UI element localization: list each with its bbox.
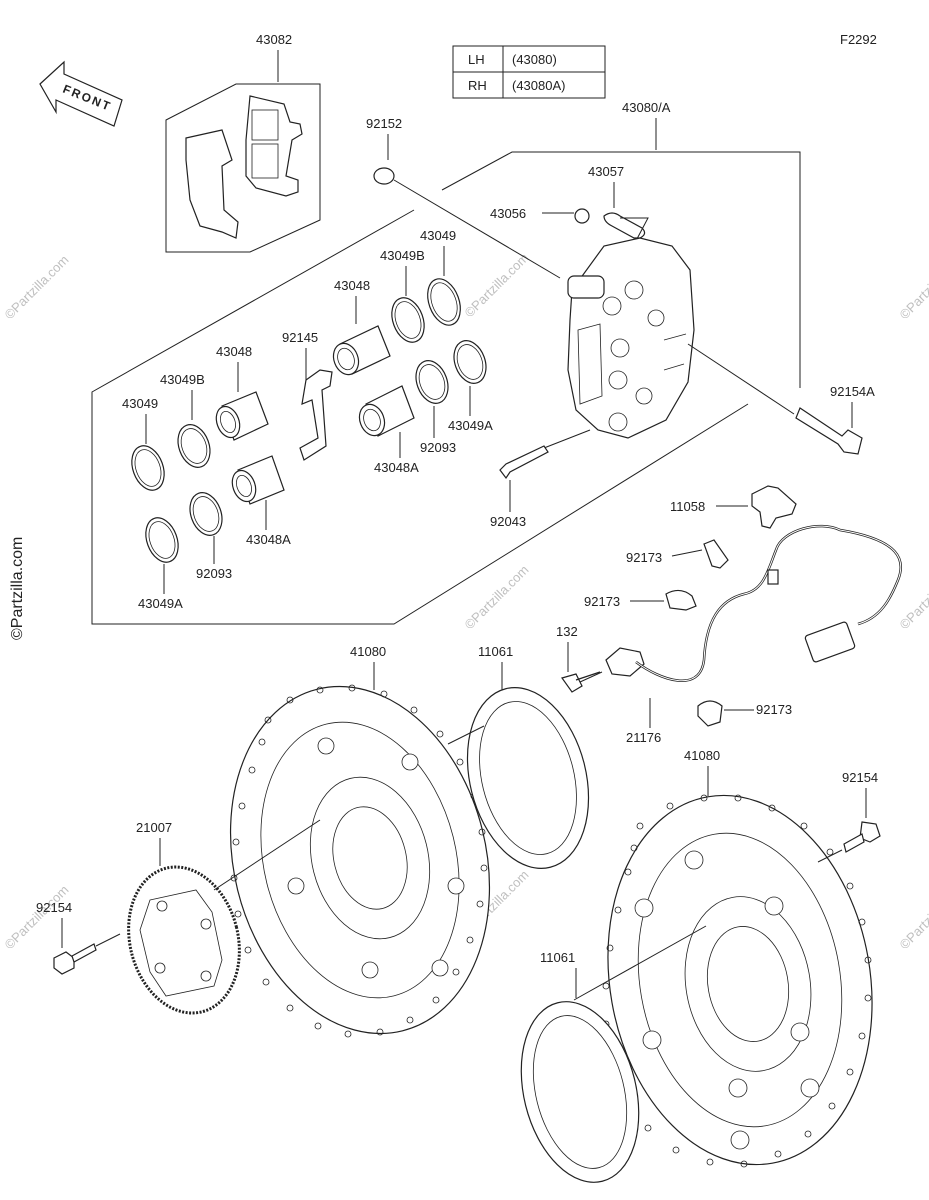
bleeder-cap-icon [373, 167, 395, 185]
disc-perforations [230, 684, 488, 1038]
part-label: 43056 [490, 206, 526, 221]
part-label: 43048A [374, 460, 419, 475]
seal-ring-icon [145, 517, 179, 563]
disc-gasket-bottom: 11061 [520, 925, 707, 1183]
harness-connector-icon [804, 621, 856, 663]
piston-icon [332, 325, 391, 376]
pin-clip-icon [603, 212, 646, 239]
part-label: 11058 [670, 499, 705, 514]
caliper-bolt-group: 92154A [687, 343, 875, 455]
part-label: 43057 [588, 164, 624, 179]
part-label: 11061 [540, 950, 575, 965]
part-label: 21007 [136, 820, 172, 835]
clamp-icon [703, 539, 729, 569]
variant-part: (43080) [512, 52, 557, 67]
part-label: 92093 [196, 566, 232, 581]
part-label: 43049B [380, 248, 425, 263]
part-label: 92145 [282, 330, 318, 345]
bleeder-cap-group: 92152 [366, 116, 561, 279]
watermark-text: ©Partzilla.com [897, 882, 929, 952]
pistons-and-seals: 43049 43049B 43048 43049A 92093 43048A [122, 228, 493, 611]
part-label: 43048 [334, 278, 370, 293]
piston-icon [358, 385, 415, 437]
part-label: 43048A [246, 532, 291, 547]
watermark-text: ©Partzilla.com [2, 252, 72, 322]
part-label: 92173 [626, 550, 662, 565]
caliper-bolt-icon [795, 407, 863, 455]
part-label: 43049A [138, 596, 183, 611]
part-label: 21176 [626, 730, 661, 745]
watermark-text: ©Partzilla.com [462, 562, 532, 632]
disc-gasket-top: 11061 [447, 644, 590, 869]
part-label: 92152 [366, 116, 402, 131]
brake-pad-icon [245, 95, 303, 197]
part-label: 132 [556, 624, 578, 639]
tone-ring-icon [127, 865, 241, 1015]
disc-bolt-left: 92154 [36, 900, 121, 975]
caliper-pin-group: 92043 [490, 429, 591, 529]
seal-ring-icon [391, 297, 425, 343]
caliper-pin-icon [499, 445, 549, 480]
variant-part: (43080A) [512, 78, 565, 93]
brake-disc-right: 41080 [602, 748, 873, 1168]
pin-clip-group: 43057 43056 [490, 164, 649, 291]
part-label: 11061 [478, 644, 513, 659]
abs-sensor-group: 11058 92173 92173 132 21176 92173 [556, 485, 902, 745]
piston-icon [231, 455, 285, 505]
seal-ring-icon [453, 340, 487, 384]
gasket-icon [520, 1001, 640, 1183]
part-label: 43048 [216, 344, 252, 359]
piston-icon [215, 391, 269, 441]
part-label: 43049 [122, 396, 158, 411]
sensor-bolt-icon [561, 671, 601, 693]
part-label: 43049 [420, 228, 456, 243]
abs-sensor-icon [605, 647, 645, 677]
abs-tone-ring: 21007 [127, 819, 321, 1015]
part-label: 92173 [584, 594, 620, 609]
watermark-text: ©Partzilla.com [9, 537, 26, 640]
part-label: 92154 [36, 900, 72, 915]
front-arrow-icon: FRONT [39, 60, 123, 127]
brake-pad-icon [185, 129, 239, 239]
watermark-text: ©Partzilla.com [462, 250, 532, 320]
disc-bolt-icon [53, 951, 75, 975]
seal-ring-icon [189, 492, 223, 536]
variant-side: LH [468, 52, 485, 67]
part-label: 41080 [684, 748, 720, 763]
part-label: 92093 [420, 440, 456, 455]
seal-ring-icon [131, 445, 165, 491]
pad-pin-icon [574, 208, 590, 224]
part-label: 41080 [350, 644, 386, 659]
brake-disc-left: 41080 [229, 644, 491, 1038]
part-label: 92173 [756, 702, 792, 717]
gasket-icon [466, 687, 590, 869]
part-label: 92154 [842, 770, 878, 785]
bracket-icon [751, 485, 797, 529]
part-label: 43080/A [622, 100, 671, 115]
diagram-code: F2292 [840, 32, 877, 47]
seal-ring-icon [427, 278, 461, 326]
seal-ring-icon [415, 360, 449, 404]
watermark-text: ©Partzilla.com [2, 882, 72, 952]
watermark-text: ©Partzilla.com [897, 252, 929, 322]
clamp-icon [697, 700, 723, 727]
clamp-icon [665, 589, 697, 611]
seal-ring-icon [177, 424, 211, 468]
brake-caliper-icon [567, 237, 695, 439]
variant-side: RH [468, 78, 487, 93]
part-label: 92043 [490, 514, 526, 529]
brake-pad-group: 43082 [165, 32, 321, 253]
part-label: 43049B [160, 372, 205, 387]
brake-disc-icon [607, 794, 873, 1166]
variant-table: LH (43080) RH (43080A) [452, 45, 606, 99]
part-label: 92154A [830, 384, 875, 399]
caliper-assembly-outline: 43080/A [91, 100, 801, 625]
disc-bolt-right: 92154 [817, 770, 881, 863]
part-label: 43082 [256, 32, 292, 47]
pad-spring-icon [299, 369, 333, 461]
part-label: 43049A [448, 418, 493, 433]
